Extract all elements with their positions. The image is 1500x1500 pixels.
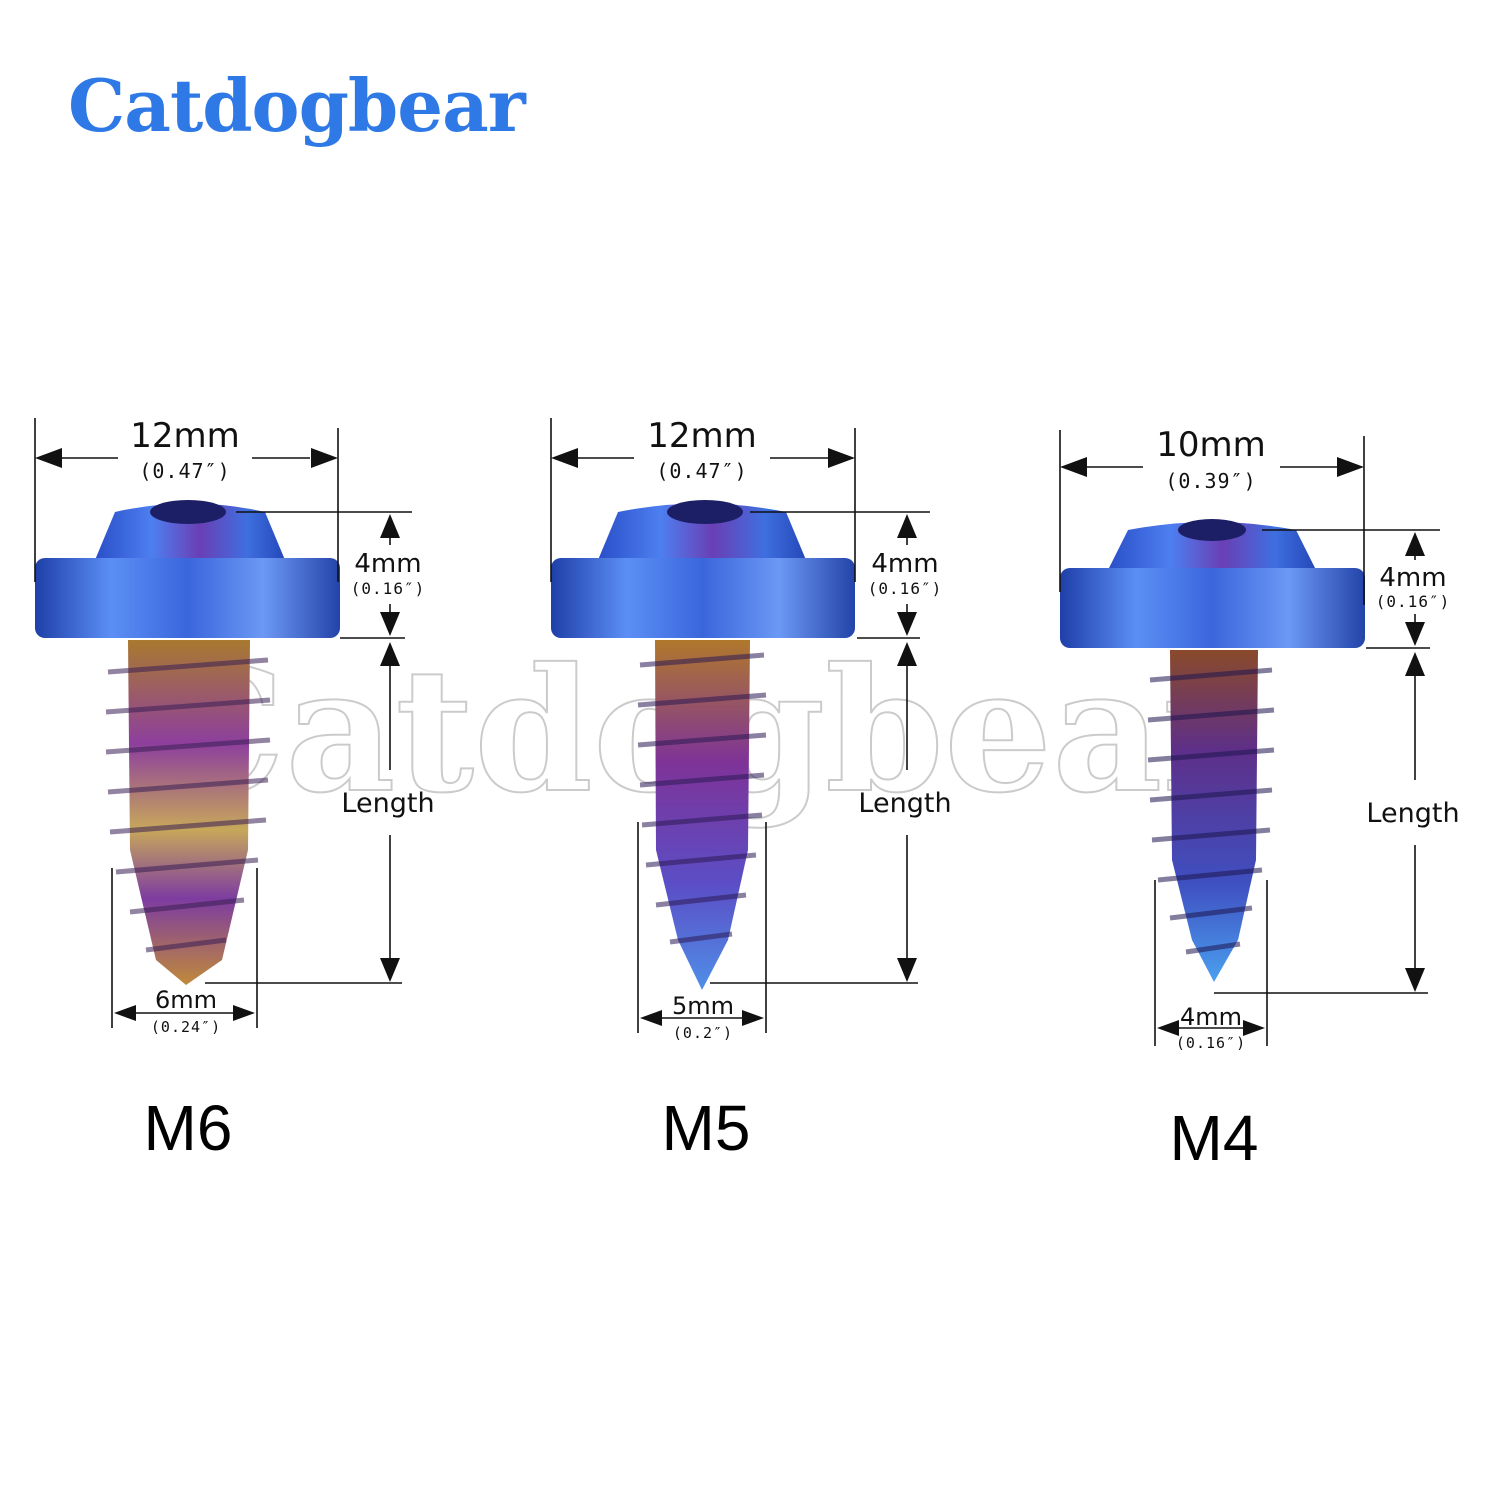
- screw-m6-head: [95, 503, 285, 560]
- m4-head-width-in: (0.39″): [1165, 469, 1256, 493]
- m5-thread-in: (0.2″): [673, 1024, 733, 1042]
- m5-head-width-in: (0.47″): [656, 459, 747, 483]
- torx-drive-icon: [150, 500, 226, 524]
- screw-m5-threads: [637, 640, 767, 990]
- screw-m6: 12mm (0.47″) 4mm (0.16″) Length 6mm (0.2…: [34, 416, 435, 1164]
- model-label-m6: M6: [144, 1092, 233, 1164]
- m4-length-label: Length: [1366, 798, 1459, 829]
- m4-head-height-mm: 4mm: [1379, 563, 1446, 593]
- screw-m4-threads: [1147, 650, 1275, 982]
- m4-head-width-mm: 10mm: [1156, 425, 1266, 465]
- screw-m5: 12mm (0.47″) 4mm (0.16″) Length 5mm (0.2…: [550, 416, 952, 1164]
- m4-head-height-in: (0.16″): [1376, 592, 1450, 611]
- m5-head-height-in: (0.16″): [868, 579, 942, 598]
- screw-m4-flange: [1060, 568, 1365, 648]
- m5-length-label: Length: [858, 788, 951, 819]
- screw-m6-threads: [105, 640, 271, 985]
- model-label-m5: M5: [662, 1092, 751, 1164]
- m5-head-width-mm: 12mm: [647, 416, 757, 456]
- torx-drive-icon: [1178, 519, 1246, 541]
- m6-thread-in: (0.24″): [151, 1018, 221, 1036]
- screw-m6-flange: [35, 558, 340, 638]
- m5-thread-mm: 5mm: [672, 992, 734, 1020]
- model-label-m4: M4: [1170, 1102, 1259, 1174]
- brand-logo: Catdogbear: [68, 63, 526, 148]
- screw-m4: 10mm (0.39″) 4mm (0.16″) Length 4mm (0.1…: [1059, 425, 1460, 1174]
- m6-head-width-in: (0.47″): [139, 459, 230, 483]
- screw-m5-head: [598, 503, 806, 560]
- m4-thread-mm: 4mm: [1180, 1003, 1242, 1031]
- m6-length-label: Length: [341, 788, 434, 819]
- m6-head-height-mm: 4mm: [354, 549, 421, 579]
- m4-thread-in: (0.16″): [1176, 1034, 1246, 1052]
- m6-thread-mm: 6mm: [155, 986, 217, 1014]
- m6-head-width-mm: 12mm: [130, 416, 240, 456]
- screw-m4-head: [1108, 522, 1316, 570]
- torx-drive-icon: [667, 500, 743, 524]
- m5-head-height-mm: 4mm: [871, 549, 938, 579]
- m6-head-height-in: (0.16″): [351, 579, 425, 598]
- screw-m5-flange: [551, 558, 855, 638]
